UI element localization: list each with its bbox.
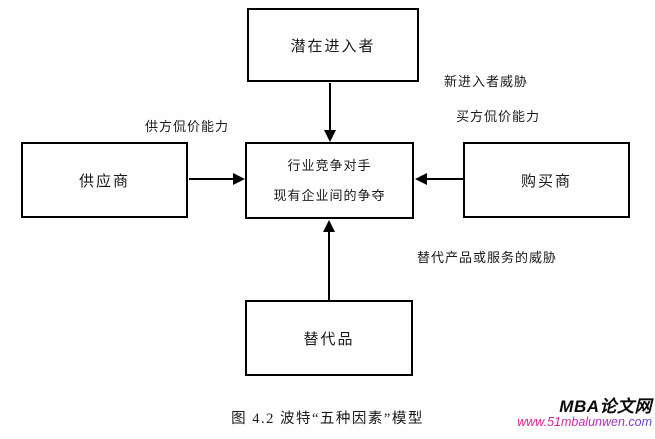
arrow-down-head-icon <box>324 130 336 142</box>
arrow-suppliers-to-center <box>189 178 234 180</box>
new-entrants-threat-label: 新进入者威胁 <box>444 74 529 89</box>
arrow-buyers-to-center <box>427 178 463 180</box>
arrow-entrants-to-center <box>329 83 331 131</box>
industry-rivalry-box: 行业竞争对手 现有企业间的争夺 <box>245 142 414 219</box>
watermark-site-url: www.51mbalunwen.com <box>517 414 652 429</box>
buyers-box: 购买商 <box>463 142 630 218</box>
supplier-bargaining-power-label: 供方侃价能力 <box>145 119 230 134</box>
arrow-right-head-icon <box>233 173 245 185</box>
figure-caption: 图 4.2 波特“五种因素”模型 <box>231 411 424 427</box>
substitutes-label: 替代品 <box>303 331 355 348</box>
industry-rivalry-label: 行业竞争对手 <box>287 158 372 173</box>
substitutes-threat-label: 替代产品或服务的威胁 <box>417 250 558 265</box>
arrow-left-head-icon <box>415 173 427 185</box>
suppliers-box: 供应商 <box>21 142 188 218</box>
watermark-site-name: MBA论文网 <box>559 397 652 416</box>
arrow-substitutes-to-center <box>328 230 330 300</box>
existing-competition-label: 现有企业间的争夺 <box>273 188 386 203</box>
buyer-bargaining-power-label: 买方侃价能力 <box>456 109 541 124</box>
watermark: MBA论文网 www.51mbalunwen.com <box>517 398 652 429</box>
suppliers-label: 供应商 <box>78 173 130 190</box>
potential-entrants-label: 潜在进入者 <box>290 38 376 55</box>
arrow-up-head-icon <box>323 220 335 232</box>
potential-entrants-box: 潜在进入者 <box>247 8 419 82</box>
buyers-label: 购买商 <box>520 173 572 190</box>
substitutes-box: 替代品 <box>245 300 413 376</box>
